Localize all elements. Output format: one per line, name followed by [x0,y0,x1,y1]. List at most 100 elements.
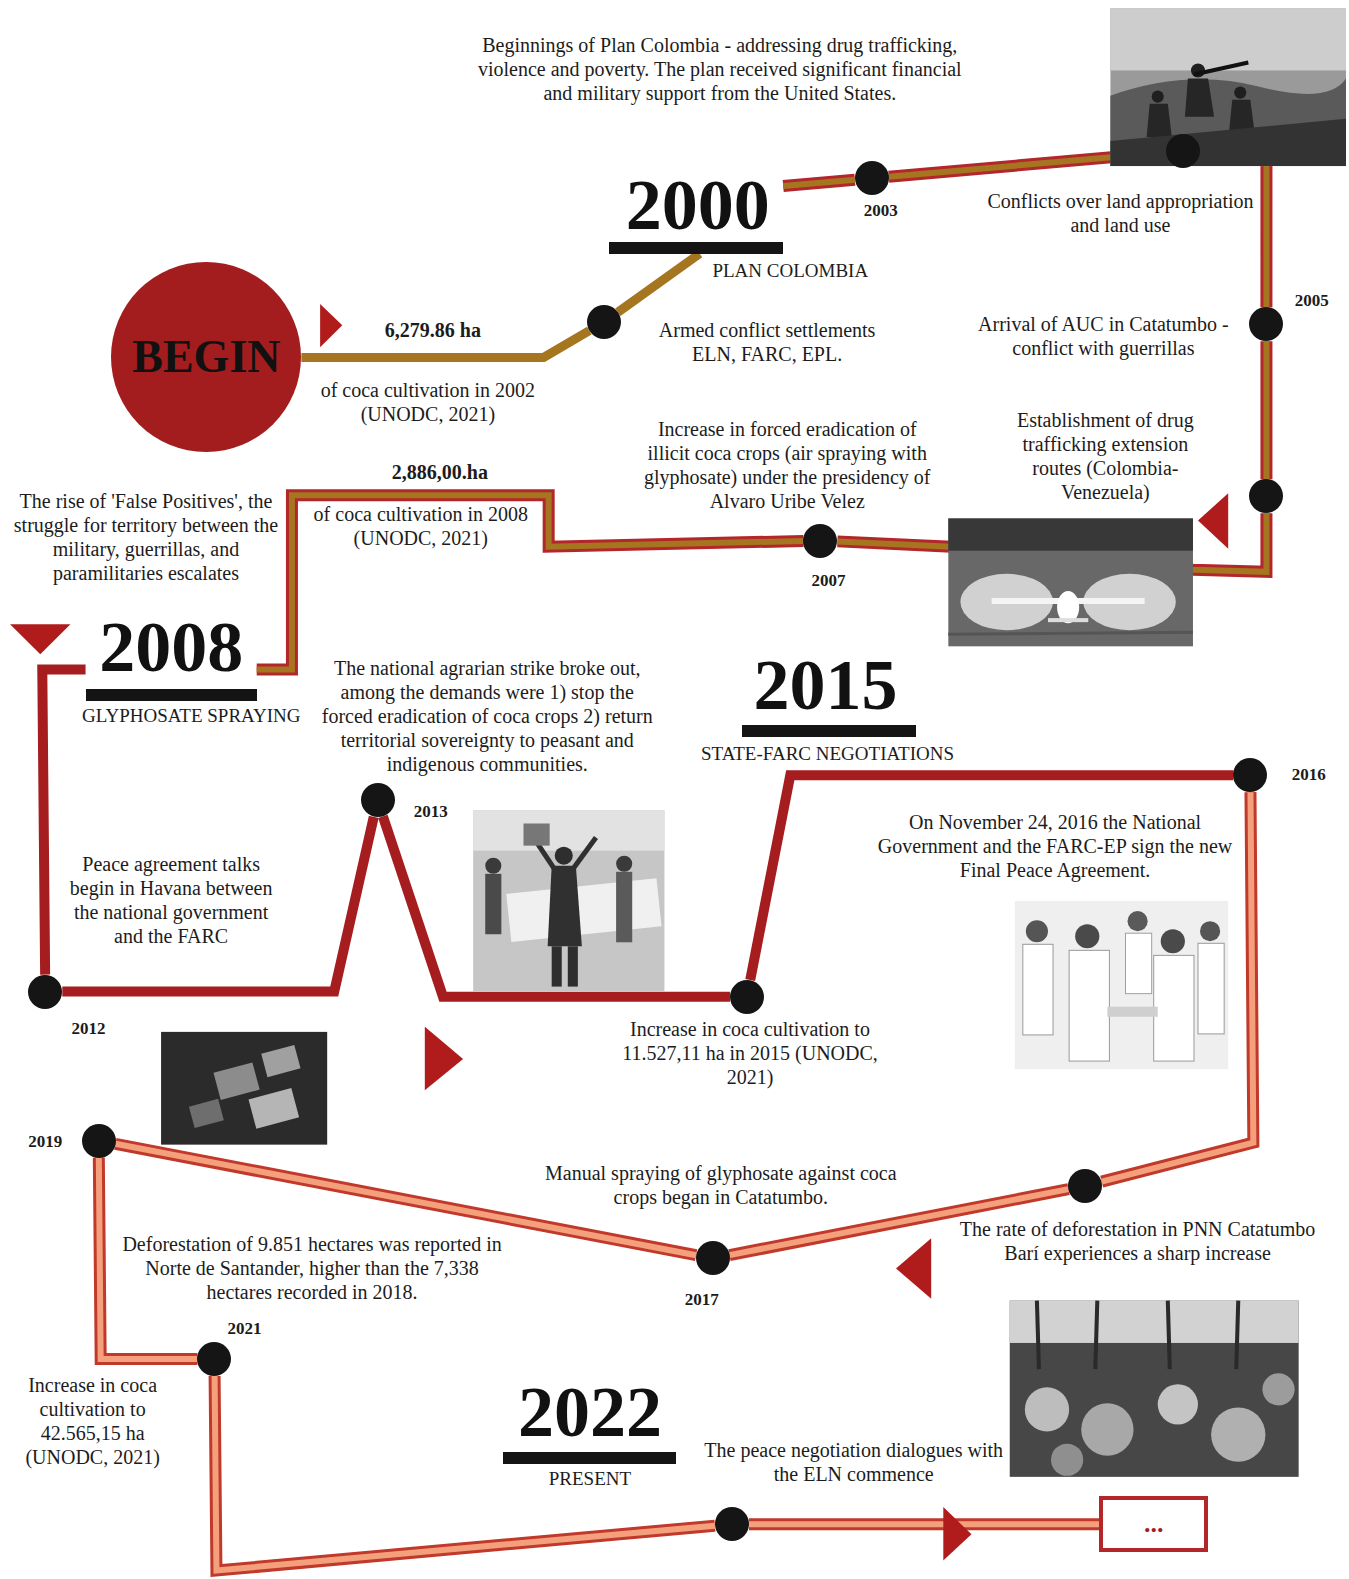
timeline-connector [783,180,855,186]
timeline-segment [62,817,373,992]
timeline-dot: The rate of deforestation in PNN Catatum… [1068,1169,1102,1203]
timeline-connector [1200,148,1267,307]
year-label: 2017 [685,1290,719,1310]
direction-triangle [10,624,70,654]
event-text: Armed conflict settlements ELN, FARC, EP… [639,318,896,366]
year-label: 2013 [414,802,448,822]
event-text: The rate of deforestation in PNN Catatum… [959,1217,1316,1265]
timeline-dot: The national agrarian strike broke out, … [361,783,395,817]
timeline-dot: Manual spraying of glyphosate against co… [696,1241,730,1275]
timeline-segment [749,1524,1099,1525]
timeline-dot: 2019Deforestation of 9.851 hectares was … [82,1124,116,1158]
year-label: 2012 [72,1019,106,1039]
timeline-dot: 2021Increase in coca cultivation to 42.5… [197,1342,231,1376]
timeline-segment [42,669,85,974]
direction-triangle [425,1027,463,1090]
continue-mark: ... [1144,1509,1164,1539]
timeline-connector [42,669,85,974]
handshake-photo [1015,901,1228,1069]
timeline-connector-fill [1200,148,1267,307]
event-text: Increase in forced eradication of illici… [636,417,938,513]
direction-triangle [896,1238,931,1298]
coca-field-photo [1010,1301,1299,1477]
heading-caption: PLAN COLOMBIA [712,260,868,282]
heading-caption: GLYPHOSATE SPRAYING [82,705,301,727]
aerial-crop-photo [161,1032,327,1145]
direction-triangle [320,304,342,347]
event-text: On November 24, 2016 the National Govern… [874,810,1236,882]
year-label: 2016 [1292,765,1326,785]
timeline-connector [215,1376,715,1570]
protest-photo [473,810,664,991]
timeline-dot: 2005Arrival of AUC in Catatumbo - confli… [1249,307,1283,341]
coca-figure: 2,886,00.ha [392,460,488,484]
heading-bar [503,1452,676,1464]
heading-caption: PRESENT [549,1468,631,1490]
event-text: Increase in coca cultivation to 42.565,1… [10,1373,176,1469]
year-heading: 2022PRESENT [503,1376,676,1464]
event-text: Deforestation of 9.851 hectares was repo… [118,1232,506,1304]
heading-year: 2015 [753,649,897,721]
start-label: BEGIN [132,332,280,382]
year-label: 2005 [1295,291,1329,311]
heading-year: 2008 [99,611,243,683]
timeline-segment [1266,341,1267,479]
year-heading: 2015STATE-FARC NEGOTIATIONS [742,649,916,737]
timeline-connector-fill [257,495,804,669]
start-circle: BEGIN [111,262,301,452]
year-label: 2021 [228,1319,262,1339]
timeline-dot: Armed conflict settlements ELN, FARC, EP… [587,305,621,339]
coca-figure: 6,279.86 ha [385,318,481,342]
timeline-segment [257,495,804,669]
timeline-connector-fill [783,180,855,186]
timeline-dot: Increase in coca cultivation to 11.527,1… [730,980,764,1014]
end-box: ... [1099,1496,1208,1552]
event-text: Increase in coca cultivation to 11.527,1… [617,1017,884,1089]
heading-year: 2022 [518,1376,662,1448]
event-text: Beginnings of Plan Colombia - addressing… [468,33,971,105]
spray-plane-photo [948,518,1193,646]
timeline-connector [618,254,700,313]
direction-triangle [943,1507,971,1560]
timeline-dot: Conflicts over land appropriation and la… [1166,134,1200,168]
soldiers-photo [1110,8,1346,166]
timeline-connector-fill [215,1376,715,1570]
year-heading: The rise of 'False Positives', the strug… [86,611,257,701]
timeline-segment [618,254,700,313]
year-heading: Beginnings of Plan Colombia - addressing… [609,169,783,254]
timeline-connector-fill [749,1521,1099,1527]
event-text: Establishment of drug trafficking extens… [997,408,1213,504]
source-note: of coca cultivation in 2008 (UNODC, 2021… [303,502,540,550]
timeline-dot: 2016On November 24, 2016 the National Go… [1233,758,1267,792]
event-text: Peace agreement talks begin in Havana be… [63,852,279,948]
timeline-segment [1200,148,1267,307]
heading-caption: STATE-FARC NEGOTIATIONS [701,743,954,765]
timeline-connector [1260,341,1272,479]
timeline-connector [749,1518,1099,1530]
event-text: Arrival of AUC in Catatumbo - conflict w… [962,312,1244,360]
timeline-segment [783,180,855,186]
direction-triangle [1198,493,1228,548]
timeline-connector-fill [1263,341,1269,479]
heading-bar [742,725,916,737]
direction-triangles [10,304,1228,1560]
year-label: 2007 [812,571,846,591]
heading-year: 2000 [626,169,770,241]
heading-bar [86,689,257,701]
event-text: Manual spraying of glyphosate against co… [527,1161,915,1209]
timeline-connector [62,817,373,992]
source-note: of coca cultivation in 2002 (UNODC, 2021… [307,378,549,426]
timeline-dot: Establishment of drug trafficking extens… [1249,479,1283,513]
timeline-connector [257,495,804,669]
timeline-dot: The peace negotiation dialogues with the… [715,1507,749,1541]
timeline-dot: 2003 [855,161,889,195]
timeline-dot: Peace agreement talks begin in Havana be… [28,975,62,1009]
timeline-dot: Increase in forced eradication of illici… [803,524,837,558]
event-text: The national agrarian strike broke out, … [319,656,656,776]
event-text: The rise of 'False Positives', the strug… [11,489,281,585]
year-label: 2003 [864,201,898,221]
event-text: The peace negotiation dialogues with the… [703,1438,1005,1486]
year-label: 2019 [28,1132,62,1152]
heading-bar [609,242,783,254]
